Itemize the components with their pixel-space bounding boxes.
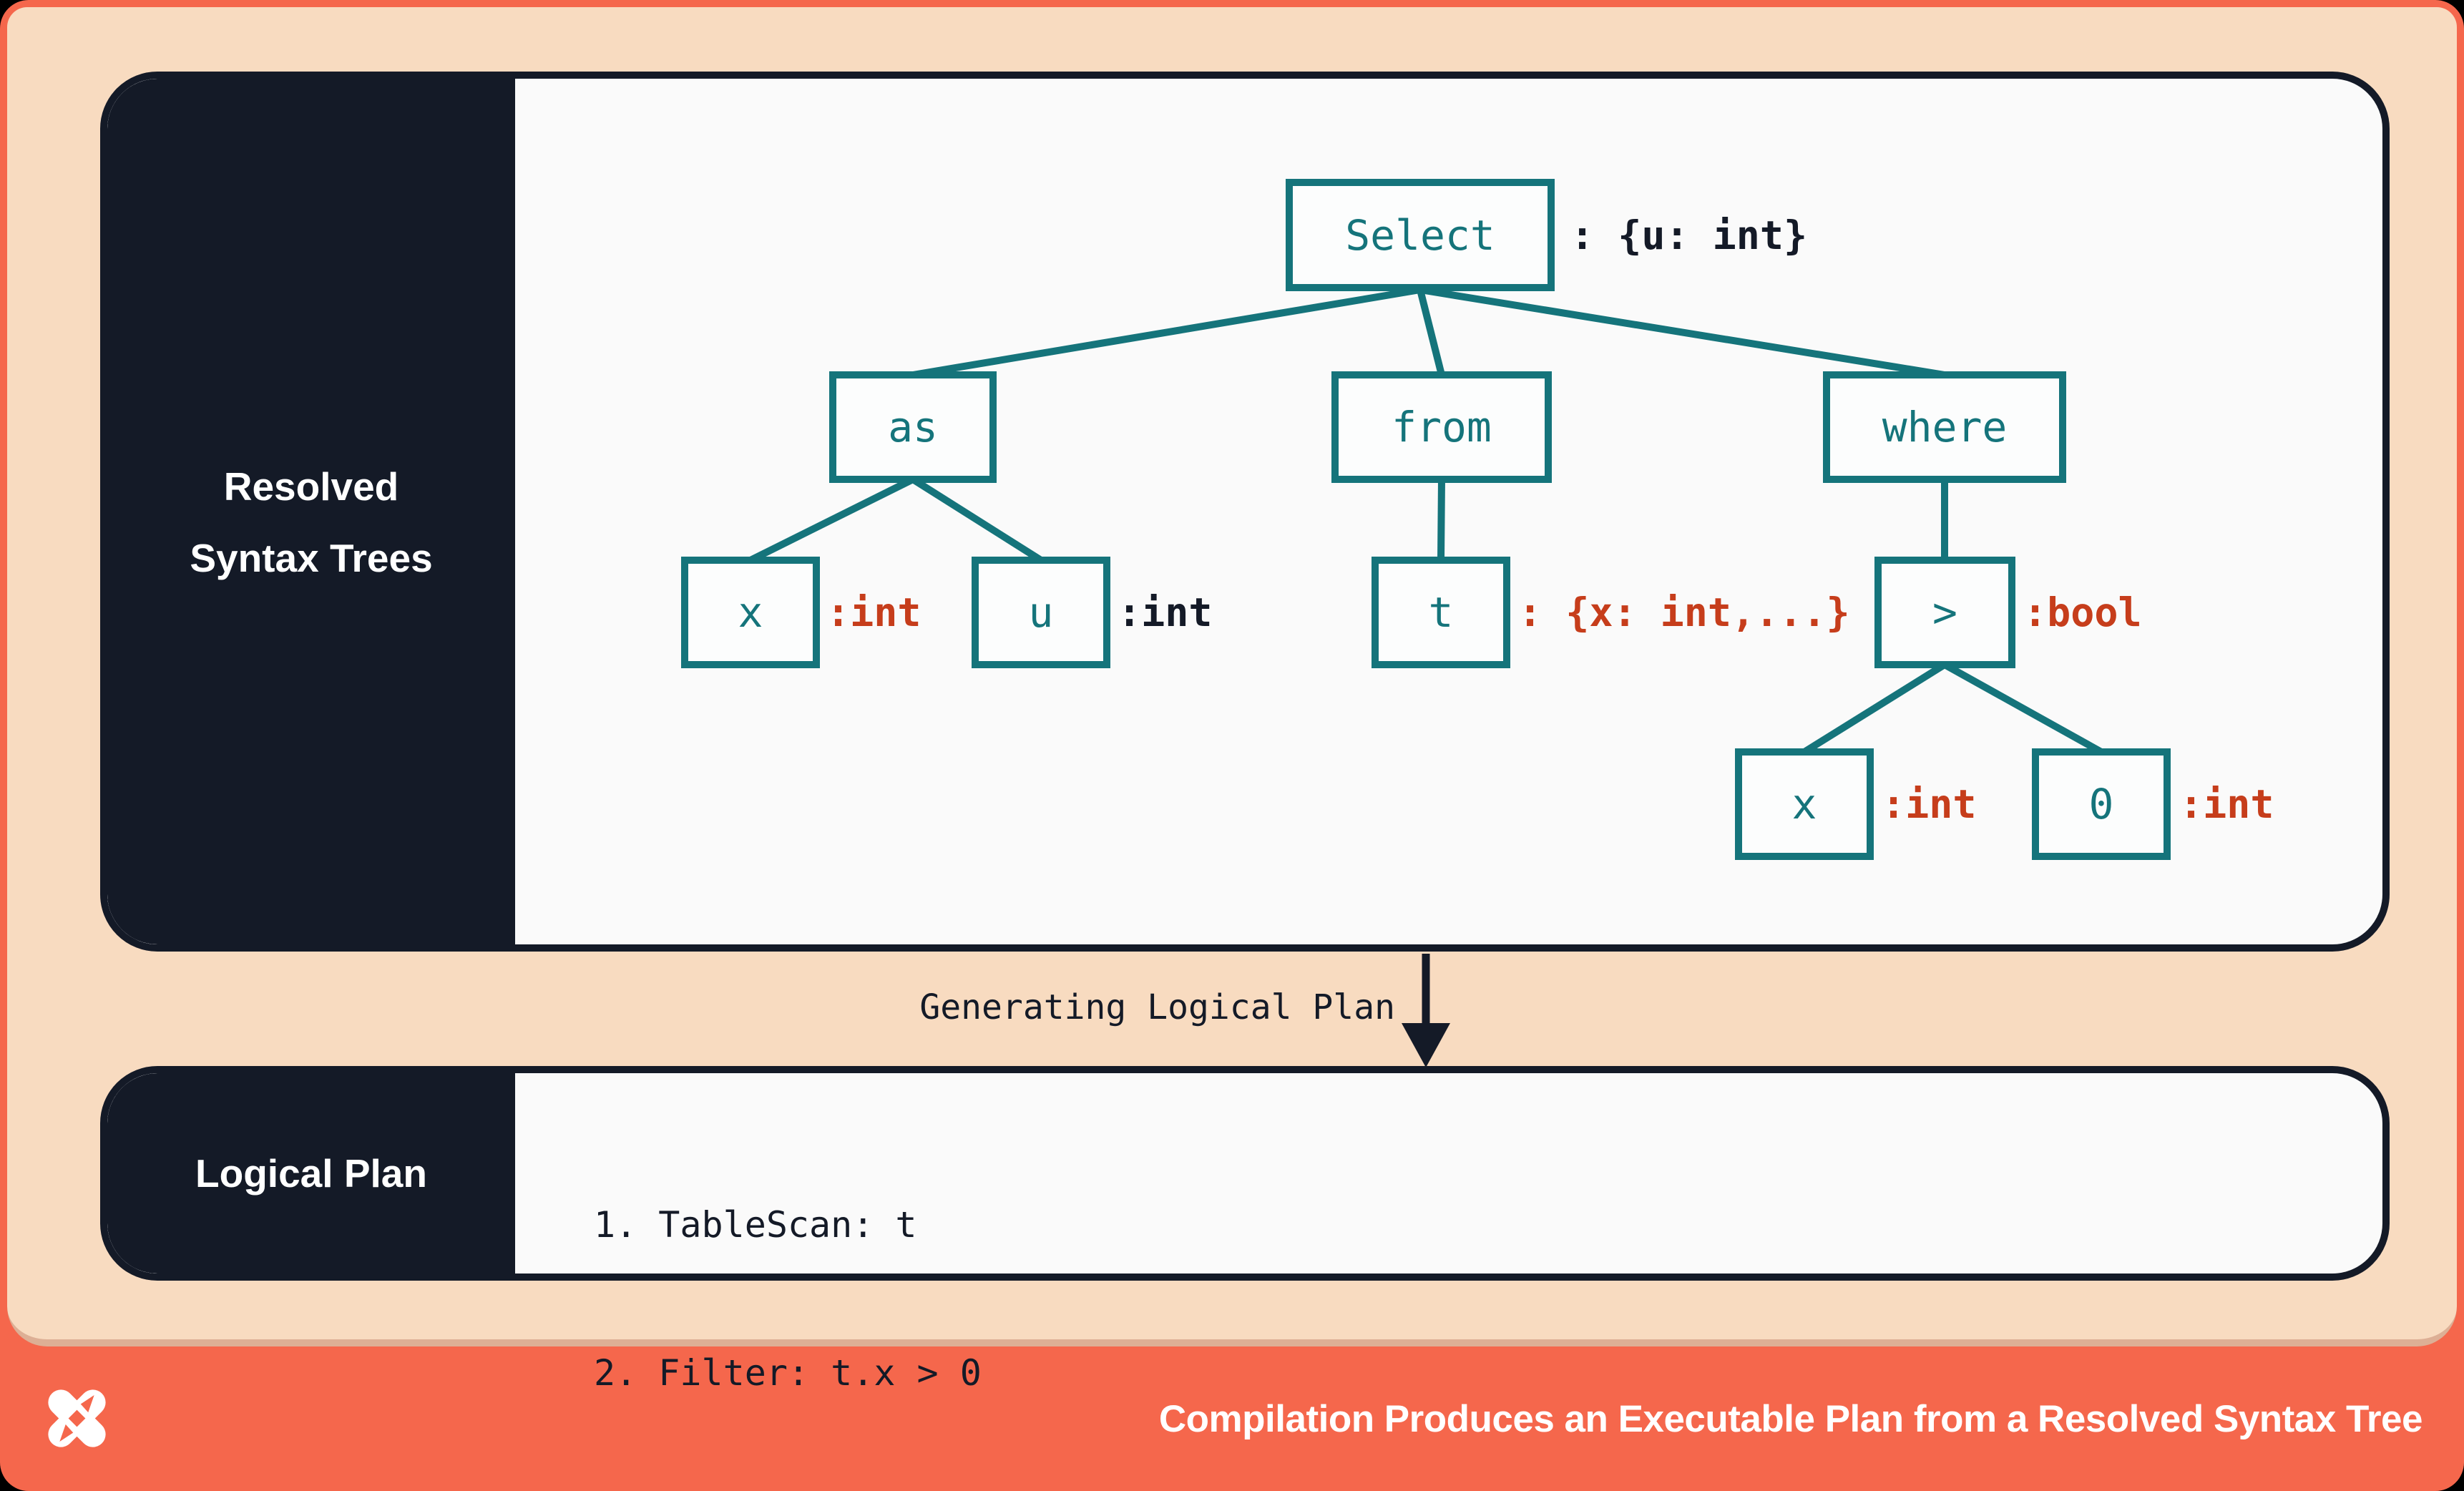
x-pinwheel-logo-icon	[48, 1389, 106, 1447]
footer-bar: Compilation Produces an Executable Plan …	[0, 1346, 2464, 1491]
logical-plan-sidebar: Logical Plan	[107, 1073, 515, 1274]
tree-node-where: where	[1823, 371, 2066, 483]
footer-title: Compilation Produces an Executable Plan …	[1158, 1397, 2423, 1440]
type-annotation-select: : {u: int}	[1570, 212, 1808, 258]
type-annotation-greater-than: :bool	[2023, 590, 2142, 635]
logical-plan-panel: Logical Plan	[100, 1066, 2390, 1281]
type-annotation-zero: :int	[2179, 781, 2274, 827]
type-annotation-x: :int	[826, 590, 921, 635]
logical-plan-steps: 1. TableScan: t 2. Filter: t.x > 0 3. Pr…	[594, 1102, 1089, 1491]
resolved-syntax-trees-sidebar: Resolved Syntax Trees	[107, 79, 515, 944]
tree-node-x: x	[681, 557, 820, 668]
tree-node-as: as	[829, 371, 997, 483]
tree-node-t: t	[1372, 557, 1510, 668]
transition-label: Generating Logical Plan	[919, 987, 1395, 1027]
tree-node-u: u	[972, 557, 1110, 668]
tree-node-greater-than: >	[1874, 557, 2015, 668]
tree-node-x2: x	[1735, 748, 1874, 860]
type-annotation-x2: :int	[1882, 781, 1977, 827]
tree-node-select: Select	[1286, 179, 1555, 291]
resolved-syntax-trees-panel: Resolved Syntax Trees	[100, 72, 2390, 952]
logical-plan-title: Logical Plan	[195, 1151, 427, 1196]
plan-step: 1. TableScan: t	[594, 1204, 917, 1246]
type-annotation-t: : {x: int,...}	[1518, 590, 1850, 635]
resolved-syntax-trees-title-line2: Syntax Trees	[190, 536, 433, 580]
resolved-syntax-trees-title-line1: Resolved	[223, 464, 399, 509]
plan-step: 2. Filter: t.x > 0	[594, 1352, 982, 1394]
tree-node-zero: 0	[2032, 748, 2171, 860]
tree-node-from: from	[1331, 371, 1552, 483]
type-annotation-u: :int	[1118, 590, 1213, 635]
